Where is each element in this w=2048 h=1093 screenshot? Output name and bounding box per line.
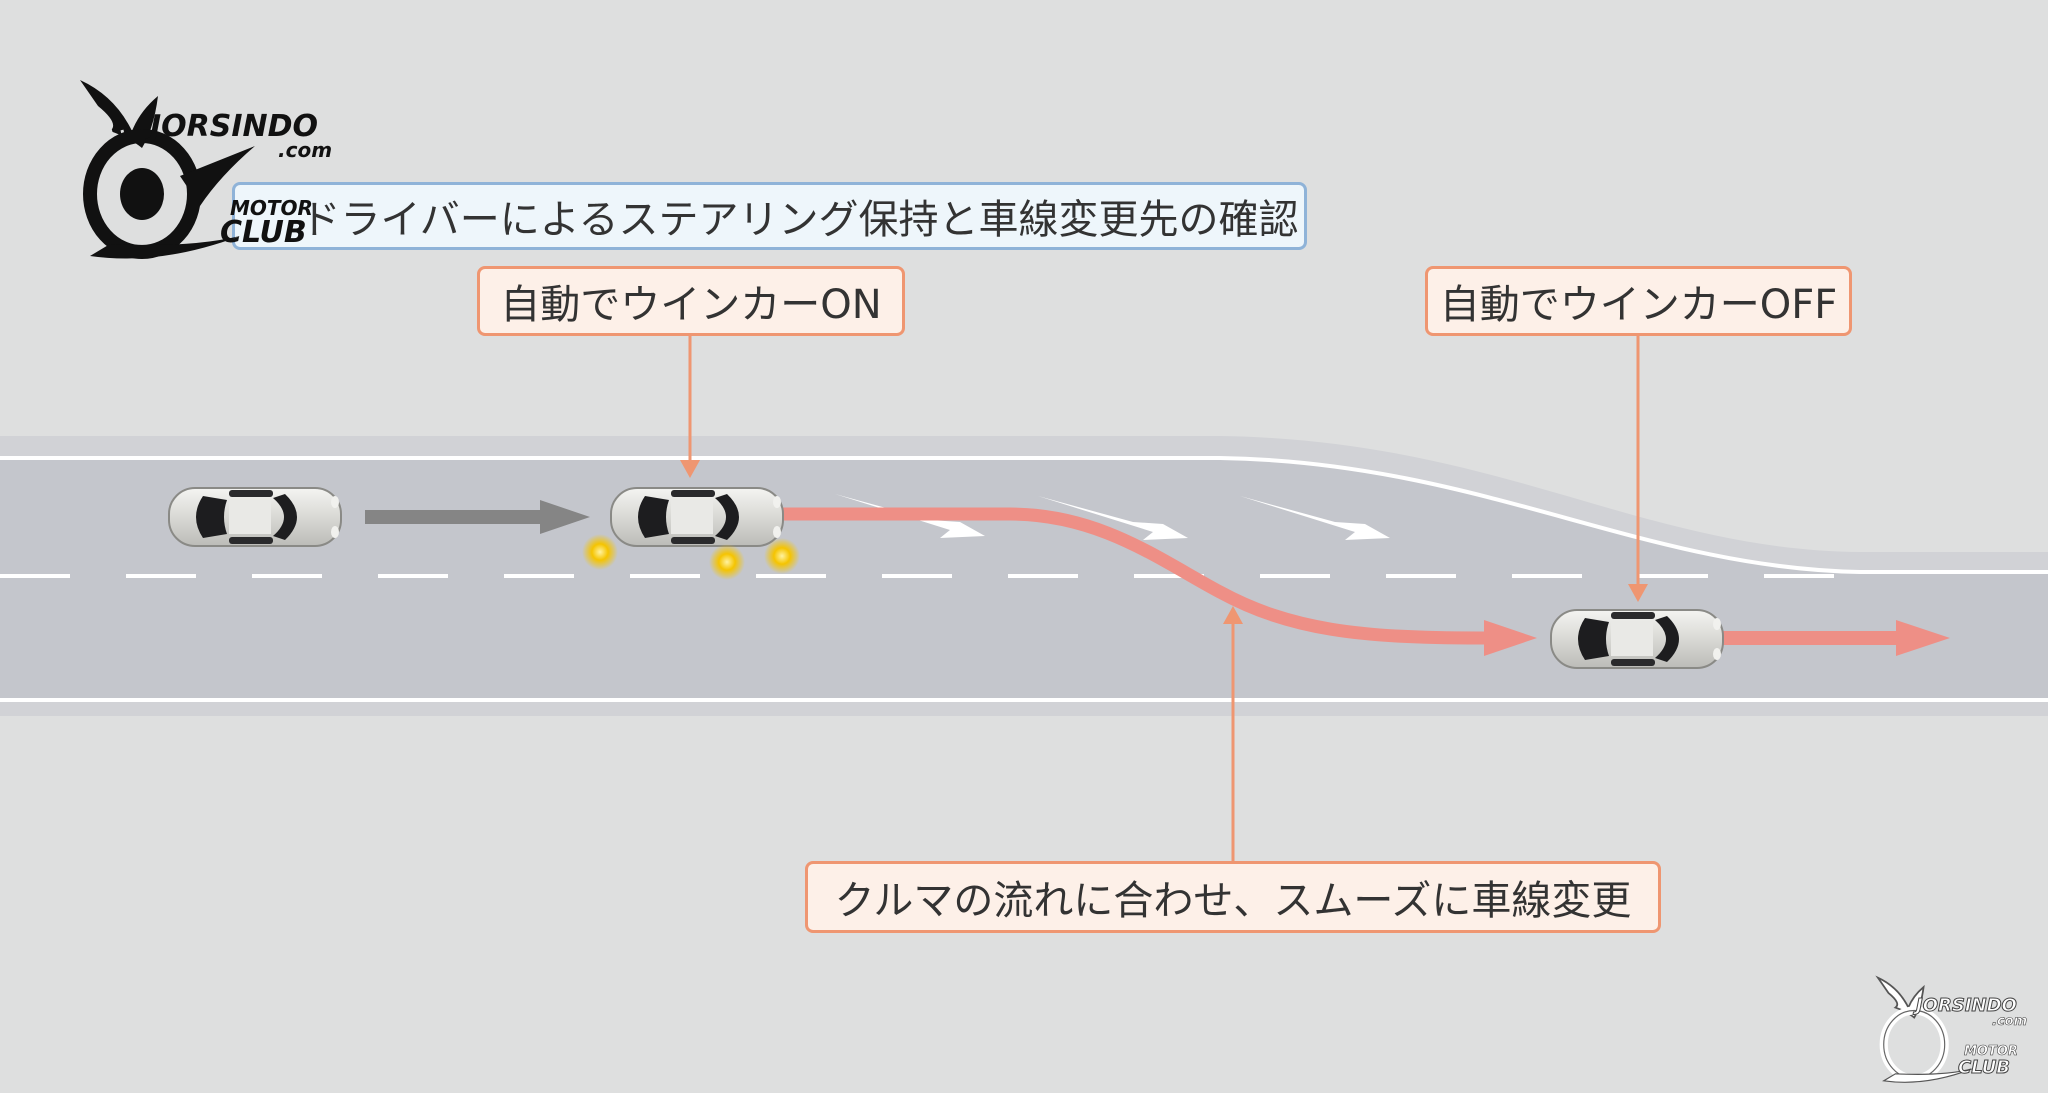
travel-arrow	[365, 500, 590, 534]
blinker-light-icon	[709, 544, 745, 580]
jorsindo-corner-logo: JORSINDO .com MOTOR CLUB	[1872, 975, 2042, 1087]
smooth-lane-change-label: クルマの流れに合わせ、スムーズに車線変更	[805, 861, 1661, 933]
logo-name: JORSINDO	[1916, 995, 2018, 1016]
logo-domain: .com	[1992, 1014, 2028, 1029]
blinker-light-icon	[582, 534, 618, 570]
pointer-smooth-change	[1223, 606, 1243, 861]
car-icon	[610, 487, 784, 547]
logo-club: CLUB	[220, 215, 307, 250]
lane-change-arrowhead	[1484, 620, 1537, 656]
lane-change-path	[780, 507, 1490, 645]
blinker-off-label: 自動でウインカーOFF	[1425, 266, 1852, 336]
car-icon	[1550, 609, 1724, 669]
pointer-blinker-on	[680, 336, 700, 478]
car-icon	[168, 487, 342, 547]
driver-check-label: ドライバーによるステアリング保持と車線変更先の確認	[232, 182, 1307, 250]
logo-domain: .com	[278, 138, 333, 162]
logo-motor: MOTOR	[230, 196, 313, 220]
wing-logo-icon	[1875, 975, 1972, 1083]
logo-motor: MOTOR	[1964, 1044, 2019, 1059]
blinker-light-icon	[764, 538, 800, 574]
wing-logo-icon	[80, 80, 255, 259]
road-top-edge	[0, 456, 2048, 574]
pointer-blinker-off	[1628, 336, 1648, 602]
logo-club: CLUB	[1957, 1057, 2011, 1078]
logo-name: JORSINDO	[150, 109, 319, 144]
blinker-on-label: 自動でウインカーON	[477, 266, 905, 336]
exit-path	[1722, 631, 1902, 645]
exit-arrowhead	[1896, 620, 1950, 656]
jorsindo-logo: JORSINDO .com MOTOR CLUB	[70, 76, 360, 266]
